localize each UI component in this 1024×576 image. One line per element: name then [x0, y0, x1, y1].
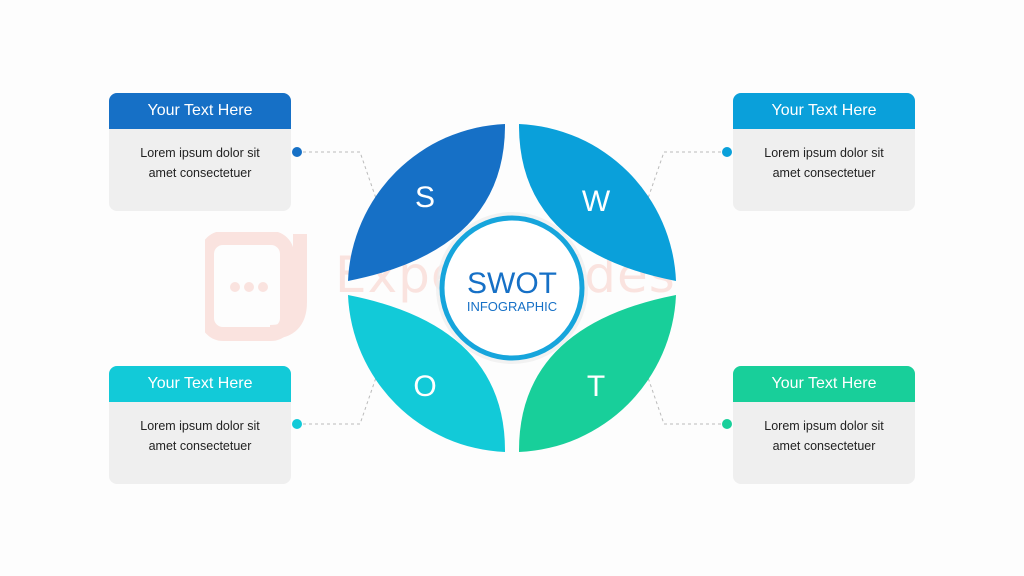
quadrant-opportunities [348, 295, 506, 452]
card-text-line: amet consectetuer [772, 166, 876, 180]
card-header: Your Text Here [109, 366, 291, 402]
center-title: SWOT [467, 267, 557, 300]
connector-dot-t [722, 419, 732, 429]
card-text-line: amet consectetuer [772, 439, 876, 453]
connector-dot-s [292, 147, 302, 157]
connector-w [643, 151, 727, 211]
card-body: Lorem ipsum dolor sit amet consectetuer [733, 402, 915, 456]
watermark-logo-icon [205, 232, 307, 341]
card-header: Your Text Here [109, 93, 291, 129]
connector-o [297, 365, 381, 425]
card-weaknesses: Your Text Here Lorem ipsum dolor sit ame… [733, 93, 915, 211]
quadrant-threats [518, 295, 676, 452]
card-threats: Your Text Here Lorem ipsum dolor sit ame… [733, 366, 915, 484]
card-header: Your Text Here [733, 366, 915, 402]
center-subtitle: INFOGRAPHIC [467, 299, 557, 314]
card-opportunities: Your Text Here Lorem ipsum dolor sit ame… [109, 366, 291, 484]
card-body: Lorem ipsum dolor sit amet consectetuer [733, 129, 915, 183]
connector-dot-w [722, 147, 732, 157]
card-text-line: Lorem ipsum dolor sit [140, 419, 260, 433]
quadrant-letter-o: O [413, 370, 436, 403]
quadrant-strengths [348, 124, 506, 281]
card-header: Your Text Here [733, 93, 915, 129]
card-text-line: amet consectetuer [148, 439, 252, 453]
connector-dot-o [292, 419, 302, 429]
connector-t [643, 365, 727, 425]
card-text-line: Lorem ipsum dolor sit [764, 419, 884, 433]
card-text-line: Lorem ipsum dolor sit [140, 146, 260, 160]
center-ring [439, 215, 585, 361]
card-strengths: Your Text Here Lorem ipsum dolor sit ame… [109, 93, 291, 211]
card-text-line: Lorem ipsum dolor sit [764, 146, 884, 160]
card-body: Lorem ipsum dolor sit amet consectetuer [109, 129, 291, 183]
quadrant-letter-t: T [587, 370, 605, 403]
connector-s [297, 151, 381, 211]
quadrant-weaknesses [518, 124, 676, 281]
quadrant-letter-w: W [582, 185, 611, 218]
card-text-line: amet consectetuer [148, 166, 252, 180]
card-body: Lorem ipsum dolor sit amet consectetuer [109, 402, 291, 456]
quadrant-letter-s: S [415, 181, 435, 214]
